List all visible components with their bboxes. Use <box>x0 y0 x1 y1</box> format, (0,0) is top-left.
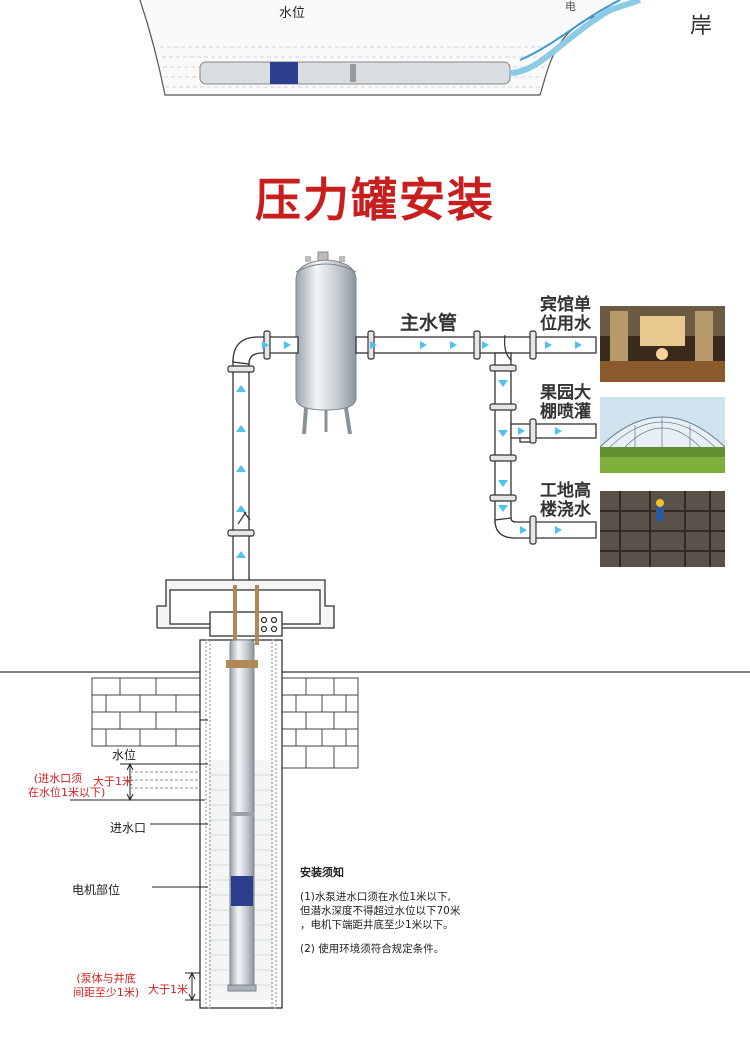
inlet-depth-note: (进水口须 在水位1米以下) <box>28 772 106 799</box>
well-head <box>156 579 335 637</box>
use-label-orchard: 果园大棚喷灌 <box>540 383 591 422</box>
note-item-2: (2) 使用环境须符合规定条件。 <box>300 943 445 955</box>
installation-notes: 安装须知 (1)水泵进水口须在水位1米以下, 但潜水深度不得超过水位以下70米 … <box>300 866 530 966</box>
use-label-construction: 工地高楼浇水 <box>540 481 591 520</box>
cable-label: 电 <box>565 0 576 13</box>
main-pipe-label: 主水管 <box>400 312 458 334</box>
hotel-lobby-photo <box>600 306 725 382</box>
bank-label: 岸 <box>690 14 713 39</box>
pipework <box>232 336 597 621</box>
notes-heading: 安装须知 <box>300 866 344 879</box>
brick-wall-left <box>91 677 201 747</box>
well-water-level-label: 水位 <box>112 748 137 762</box>
reservoir-scene <box>139 0 641 96</box>
greater-than-1m-top: 大于1米 <box>93 775 133 788</box>
submersible-pump <box>226 585 259 992</box>
greater-than-1m-bottom: 大于1米 <box>148 983 188 996</box>
use-label-hotel: 宾馆单位用水 <box>540 295 591 334</box>
note-item-1: (1)水泵进水口须在水位1米以下, 但潜水深度不得超过水位以下70米 ，电机下端… <box>300 891 461 931</box>
brick-wall-right <box>281 677 359 769</box>
greenhouse-photo <box>600 397 725 473</box>
motor-label: 电机部位 <box>72 883 121 897</box>
bottom-clearance-note: (泵体与井底 间距至少1米) <box>72 972 140 999</box>
page-title: 压力罐安装 <box>255 173 495 227</box>
construction-site-photo <box>600 491 725 567</box>
reservoir-water-level-label: 水位 <box>279 6 306 21</box>
pressure-tank <box>295 251 357 435</box>
inlet-label: 进水口 <box>110 821 147 835</box>
